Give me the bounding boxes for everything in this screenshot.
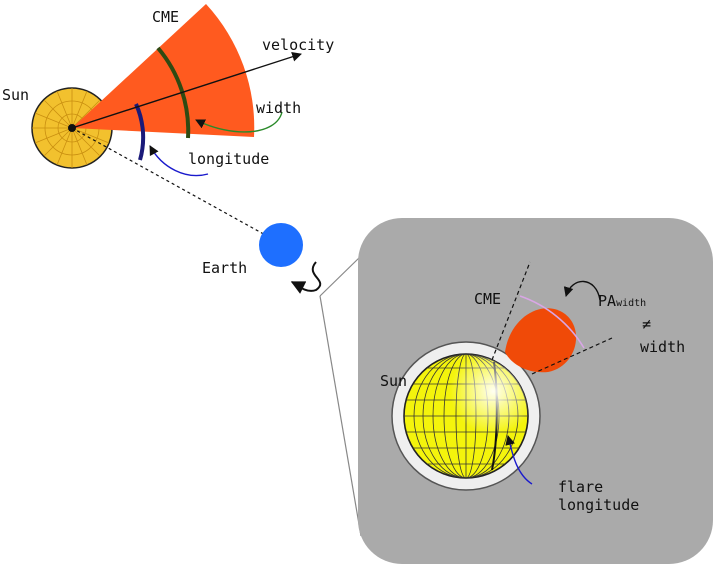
label-velocity: velocity [262, 36, 334, 54]
label-pa: PA [598, 292, 616, 310]
label-width-top: width [256, 99, 301, 117]
pa-pointer-arrow [563, 280, 601, 301]
label-sun-inset: Sun [380, 372, 407, 390]
label-pa-width: PAwidth [598, 292, 646, 310]
label-cme-top: CME [152, 8, 179, 26]
label-pa-sub: width [616, 298, 646, 309]
label-earth: Earth [202, 259, 247, 277]
not-equal-sign: ≠ [642, 315, 651, 333]
pa-edge-line-1 [491, 261, 531, 361]
label-flare: flare [558, 478, 603, 496]
width-arc [156, 46, 191, 139]
label-longitude: longitude [188, 150, 269, 168]
projection-line-top [319, 255, 362, 297]
label-sun-top: Sun [2, 86, 29, 104]
cme-blob [505, 308, 577, 373]
label-width-inset: width [640, 338, 685, 356]
earth-disk [259, 223, 303, 267]
longitude-arc [134, 103, 146, 161]
pa-edge-line-2 [531, 337, 613, 375]
cme-sector [72, 4, 255, 137]
label-cme-inset: CME [474, 290, 501, 308]
longitude-pointer-arrow [149, 145, 209, 177]
sun-center-dot [68, 124, 76, 132]
velocity-arrow [71, 52, 302, 129]
view-curve-arrow [290, 261, 322, 294]
sun-inset-glint [404, 354, 528, 478]
pa-width-arc [519, 295, 585, 349]
width-pointer-arrow [195, 111, 283, 133]
sun-inset [403, 353, 529, 479]
label-flare-longitude: longitude [558, 496, 639, 514]
flare-pointer-arrow [505, 435, 533, 485]
projection-line-bottom [319, 295, 362, 537]
